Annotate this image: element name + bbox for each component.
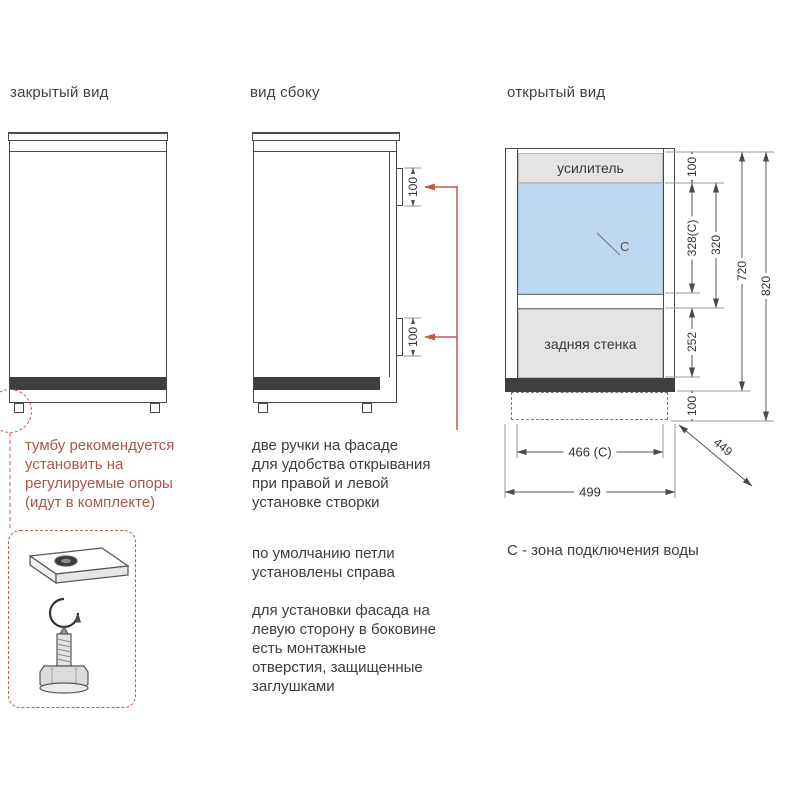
open-view-drawing: усилитель задняя стенка [505, 148, 675, 392]
dim-zone-height-label: 328(С) [684, 216, 700, 260]
facade-note: для установки фасада на левую сторону в … [252, 602, 436, 695]
dim-total-height-label: 820 [758, 272, 774, 300]
dim-opening-label: 320 [708, 231, 724, 259]
water-zone-panel [518, 183, 663, 294]
reinforcement-panel: усилитель [518, 153, 663, 183]
plinth-dashed-outline [511, 392, 668, 420]
closed-plinth-strip [10, 377, 166, 390]
rotation-arrow-icon [48, 597, 81, 629]
side-plinth-strip [254, 377, 380, 390]
back-wall-panel: задняя стенка [518, 309, 663, 378]
side-view-label: вид сбоку [250, 84, 320, 101]
reinforcement-label: усилитель [557, 160, 624, 176]
open-plinth-strip [505, 378, 675, 392]
open-left-wall-line [517, 149, 518, 378]
water-zone-note: С - зона подключения воды [507, 542, 699, 559]
dim-width-label: 499 [574, 484, 606, 500]
zone-c-pointer-line [596, 232, 621, 256]
dim-body-height-label: 720 [734, 257, 750, 285]
side-countertop-bottom-line [253, 151, 397, 152]
closed-cabinet-body [9, 140, 167, 403]
open-right-wall-line [663, 149, 664, 378]
closed-door-top-line [9, 151, 167, 152]
dim-handle-top-label: 100 [405, 173, 421, 201]
adjustable-foot-drawing [28, 547, 130, 694]
zone-c-letter: С [620, 239, 630, 254]
side-handle-bottom [396, 318, 403, 356]
handle-callout-arrows [424, 183, 458, 430]
screw-tip [58, 625, 70, 635]
side-door-edge-line [389, 152, 390, 377]
side-back-foot [258, 403, 268, 413]
open-view-label: открытый вид [507, 84, 606, 101]
side-front-foot [362, 403, 372, 413]
side-cabinet-body [253, 140, 397, 403]
shelf-divider [518, 294, 663, 309]
side-handle-top [396, 168, 403, 206]
hinges-note: по умолчанию петли установлены справа [252, 545, 395, 581]
handles-note: две ручки на фасаде для удобства открыва… [252, 437, 431, 511]
closed-view-label: закрытый вид [10, 84, 109, 101]
dim-handle-bottom-label: 100 [405, 323, 421, 351]
supports-note: тумбу рекомендуется установить на регули… [25, 437, 175, 511]
dim-inner-width-label: 466 (С) [563, 444, 617, 460]
foot-base [39, 682, 89, 694]
dim-plinth-label: 100 [684, 392, 700, 420]
adjustable-foot-detail-box [8, 530, 136, 708]
back-wall-label: задняя стенка [544, 335, 637, 352]
dim-reinforcement-label: 100 [684, 153, 700, 181]
closed-right-foot [150, 403, 160, 413]
dim-back-wall-label: 252 [684, 328, 700, 356]
